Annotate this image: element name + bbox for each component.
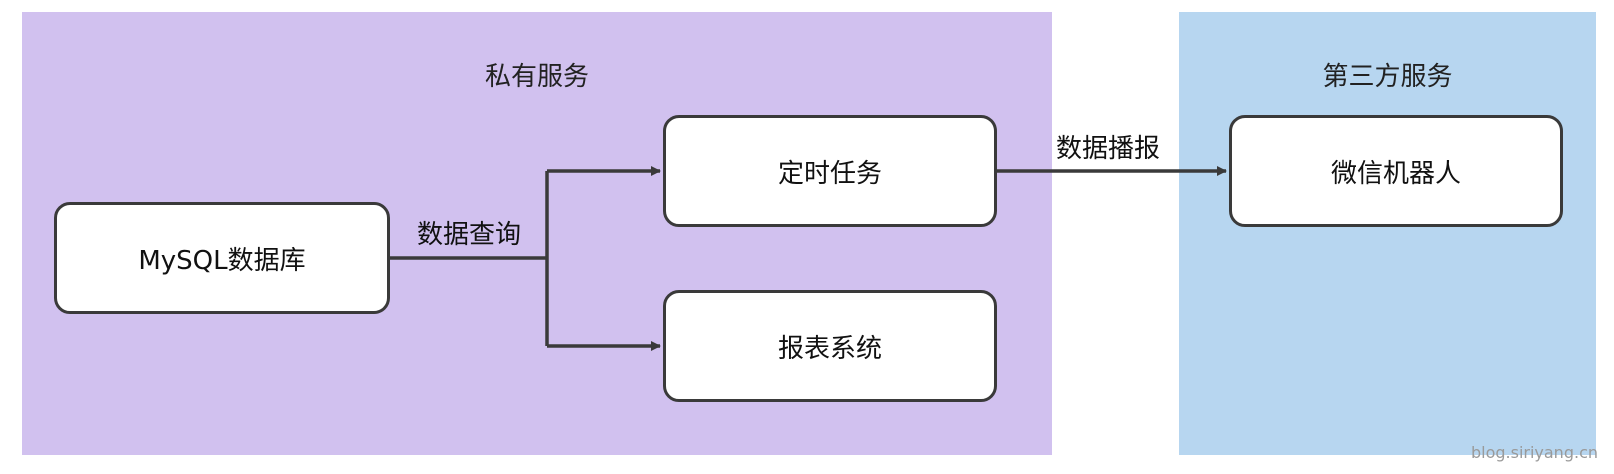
watermark-text: blog.siriyang.cn <box>1470 443 1598 462</box>
private-services-title: 私有服务 <box>484 62 589 92</box>
data-broadcast-label: 数据播报 <box>1056 134 1161 164</box>
report-system-node: 报表系统 <box>663 290 997 402</box>
cron-task-node: 定时任务 <box>663 115 997 227</box>
third-party-services-group: 第三方服务 <box>1179 12 1596 455</box>
wechat-bot-node: 微信机器人 <box>1229 115 1563 227</box>
data-query-label: 数据查询 <box>417 220 522 250</box>
mysql-database-node: MySQL数据库 <box>54 202 390 314</box>
third-party-services-title: 第三方服务 <box>1322 62 1453 92</box>
